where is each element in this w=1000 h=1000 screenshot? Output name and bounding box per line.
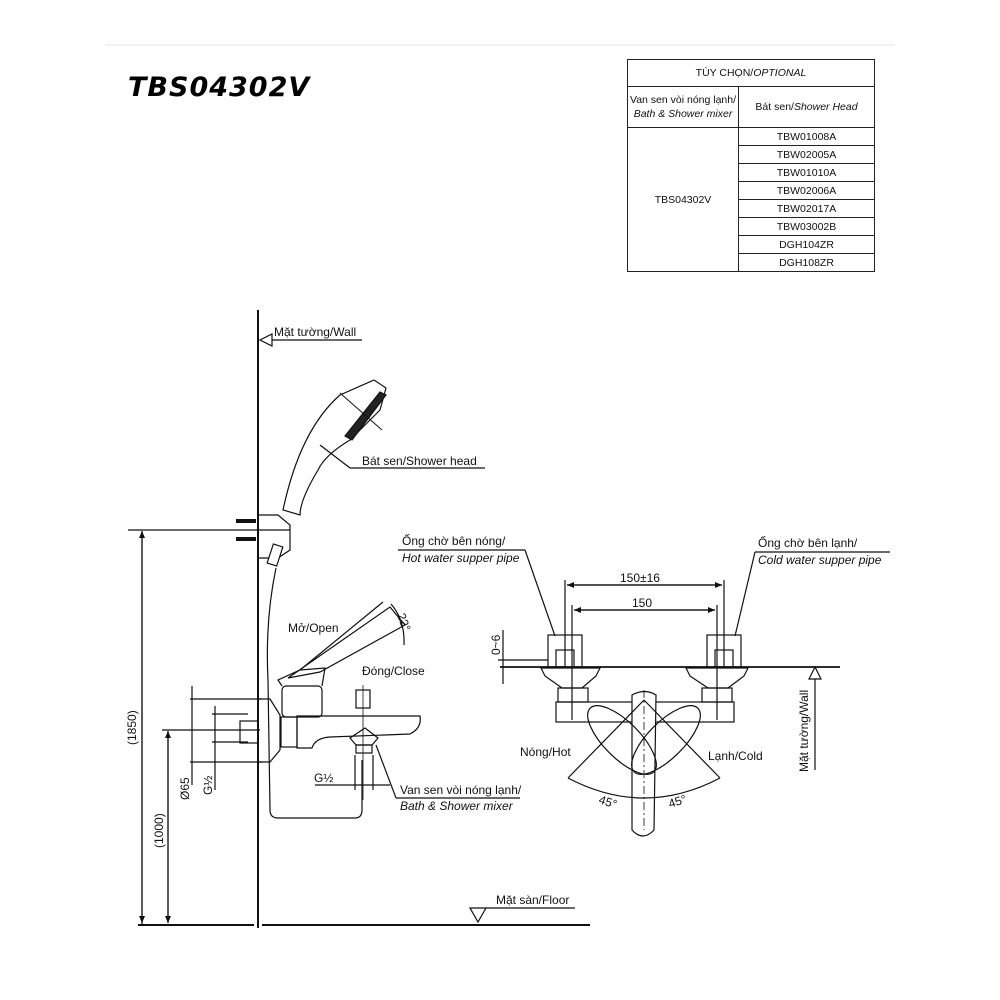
handle-angle-text: 22° <box>394 611 413 633</box>
hot-pipe-label-en: Hot water supper pipe <box>402 551 520 565</box>
mixer-nut <box>280 716 298 748</box>
thread-horizontal-text: G½ <box>314 771 333 785</box>
cold-label: Lạnh/Cold <box>708 749 763 763</box>
shower-outlet <box>349 727 379 746</box>
shower-face-axis <box>339 392 383 431</box>
open-label: Mở/Open <box>288 621 339 635</box>
mixer-label-vi: Van sen vòi nóng lạnh/ <box>400 783 522 797</box>
mixer-wall-connector <box>239 720 259 744</box>
mixer-handle-base <box>277 667 326 687</box>
column-shower-head-header: Bát sen/Shower Head <box>738 86 875 128</box>
rotation-line-right <box>643 699 721 779</box>
wall-vertical-label: Mặt tường/Wall <box>797 690 811 772</box>
top-divider <box>105 44 895 46</box>
mixer-handle-open <box>299 601 384 671</box>
rotation-right-text: 45° <box>667 792 689 811</box>
mixer-label-en: Bath & Shower mixer <box>400 799 514 813</box>
wall-label: Mặt tường/Wall <box>274 325 356 339</box>
shower-head-model: TBW01010A <box>738 163 875 182</box>
cold-pipe-label-en: Cold water supper pipe <box>758 553 882 567</box>
handle-hot-position <box>587 705 657 775</box>
hot-pipe-label-vi: Ống chờ bên nóng/ <box>402 533 506 548</box>
hot-label: Nóng/Hot <box>520 745 571 759</box>
mixer-handle-closed <box>287 606 406 679</box>
hot-pipe-leader <box>524 549 556 637</box>
optional-table: TÙY CHỌN/OPTIONAL Van sen vòi nóng lạnh/… <box>627 59 875 272</box>
shower-head <box>282 379 387 516</box>
shower-head-model: DGH108ZR <box>738 253 875 272</box>
mixer-cartridge <box>281 685 323 718</box>
cold-pipe-label-vi: Ống chờ bên lạnh/ <box>758 535 858 550</box>
column-mixer-header: Van sen vòi nóng lạnh/Bath & Shower mixe… <box>627 86 739 128</box>
shower-outlet-thread <box>355 744 373 754</box>
handle-angle-arc <box>390 603 405 646</box>
close-label: Đóng/Close <box>362 664 425 678</box>
floor-marker-icon <box>468 907 488 924</box>
hot-connector <box>557 687 589 703</box>
floor-label: Mặt sàn/Floor <box>496 893 569 907</box>
hose-connector <box>266 543 284 567</box>
mixer-model-cell: TBS04302V <box>627 127 739 272</box>
mixer-spout <box>296 715 421 749</box>
height-total-text: (1850) <box>125 710 139 745</box>
wall-marker-vertical-icon <box>808 665 822 680</box>
diameter-text: Ø65 <box>178 777 192 800</box>
spacing-text: 150 <box>632 596 652 610</box>
spacing-tol-text: 150±16 <box>620 571 660 585</box>
rotation-arc <box>567 777 721 799</box>
rotation-line-left <box>567 699 645 779</box>
handle-cold-position <box>631 705 701 775</box>
cold-pipe-leader <box>734 551 756 637</box>
shower-hose <box>266 567 363 819</box>
shower-head-label: Bát sen/Shower head <box>362 454 477 468</box>
shower-head-leader <box>319 444 351 469</box>
rotation-left-text: 45° <box>597 793 619 812</box>
mixer-leader <box>375 744 397 799</box>
wall-marker-icon <box>258 333 273 347</box>
height-mixer-text: (1000) <box>152 813 166 848</box>
hot-flange <box>540 667 601 689</box>
offset-text: 0~6 <box>489 634 503 655</box>
thread-vertical-text: G½ <box>201 776 215 795</box>
shower-head-model: TBW02006A <box>738 181 875 200</box>
model-title: TBS04302V <box>128 72 311 103</box>
handle-center <box>631 690 657 837</box>
